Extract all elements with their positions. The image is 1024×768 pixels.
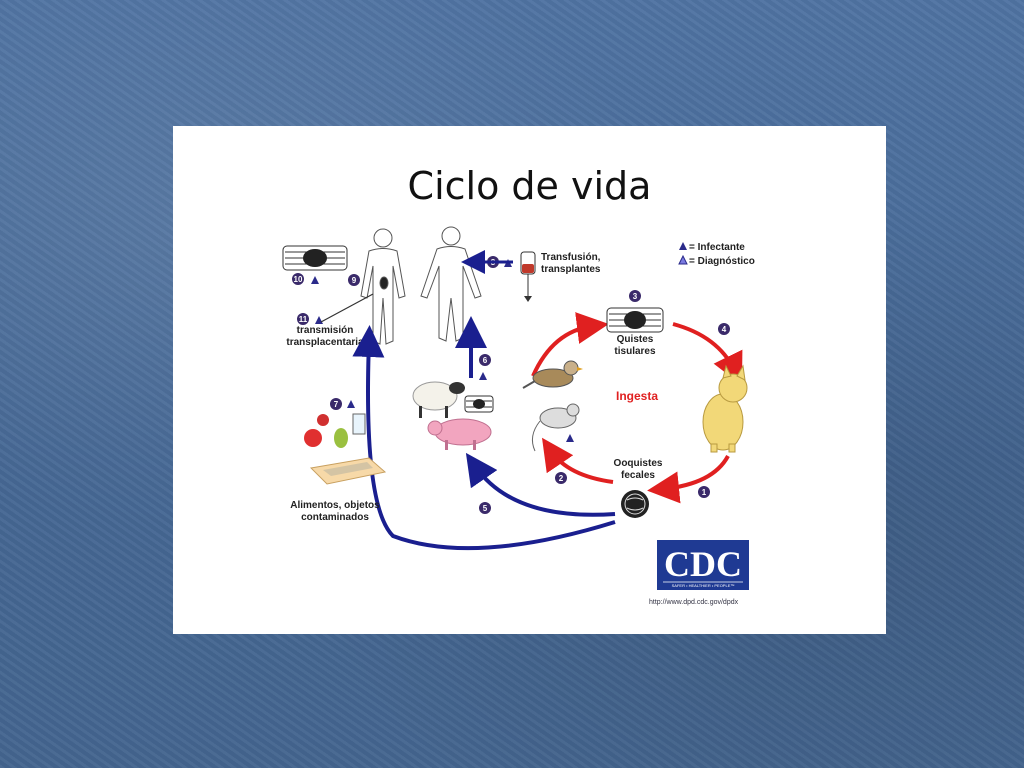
svg-text:7: 7	[334, 400, 339, 409]
meat-tissue-cyst-icon	[464, 395, 494, 413]
red-arrow-to-cat	[672, 322, 743, 386]
life-cycle-diagram: 10 9 11 transmisión transplacentaria 8 T…	[282, 226, 755, 606]
svg-text:11: 11	[299, 315, 308, 324]
sheep-icon	[412, 381, 465, 418]
step-1-marker: 1	[698, 486, 710, 498]
step-4-marker: 4	[718, 323, 730, 335]
ooquistes-label-2: fecales	[621, 470, 655, 481]
svg-text:CDC: CDC	[664, 544, 742, 584]
legend-diagnostico: = Diagnóstico	[689, 256, 755, 267]
transmision-label-1: transmisión	[297, 325, 354, 336]
cdc-url: http://www.dpd.cdc.gov/dpdx	[649, 599, 739, 606]
red-arrow-cat-to-ooquistes	[647, 454, 730, 504]
diagnostic-triangle-icon	[678, 254, 688, 265]
blood-bag-icon	[520, 251, 536, 302]
red-arrow-to-mouse	[541, 437, 614, 484]
quistes-label-2: tisulares	[614, 346, 656, 357]
step-9-marker: 9	[348, 274, 360, 286]
mouse-icon	[531, 403, 580, 452]
svg-text:1: 1	[702, 488, 707, 497]
svg-text:9: 9	[352, 276, 357, 285]
step-5-marker: 5	[479, 502, 491, 514]
infective-triangle-icon	[311, 276, 319, 284]
ingesta-label: Ingesta	[616, 389, 658, 403]
alimentos-label-2: contaminados	[301, 512, 369, 523]
human-figure-left-icon	[360, 228, 406, 345]
svg-text:SAFER • HEALTHIER • PEOPLE™: SAFER • HEALTHIER • PEOPLE™	[672, 583, 735, 588]
alimentos-label-1: Alimentos, objetos	[290, 500, 380, 511]
pig-icon	[427, 418, 492, 450]
legend: = Infectante = Diagnóstico	[678, 242, 755, 267]
blue-arrow-to-pig	[465, 452, 616, 517]
litter-box-icon	[309, 457, 387, 485]
transmision-label-2: transplacentaria	[286, 337, 364, 348]
step-3-marker: 3	[629, 290, 641, 302]
svg-text:2: 2	[559, 474, 564, 483]
infective-triangle-icon	[347, 400, 355, 408]
step-11-marker: 11	[297, 313, 309, 325]
infective-triangle-icon	[479, 372, 487, 380]
step-2-marker: 2	[555, 472, 567, 484]
transfusion-label-1: Transfusión,	[541, 252, 601, 263]
bird-icon	[522, 360, 583, 389]
infective-triangle-icon	[679, 242, 687, 250]
red-arrow-to-quistes	[531, 312, 609, 377]
infective-triangle-icon	[315, 316, 323, 324]
step-7-marker: 7	[330, 398, 342, 410]
svg-text:6: 6	[483, 356, 488, 365]
muscle-tissue-cyst-icon	[282, 245, 348, 271]
step-10-marker: 10	[292, 273, 304, 285]
water-glass-icon	[352, 413, 366, 435]
blue-arrow-to-human	[352, 325, 616, 551]
cdc-logo: CDC SAFER • HEALTHIER • PEOPLE™	[657, 540, 749, 590]
slide-title: Ciclo de vida	[407, 164, 652, 208]
svg-text:10: 10	[294, 275, 303, 284]
fruits-icon	[304, 414, 348, 448]
transfusion-label-2: transplantes	[541, 264, 601, 275]
oocyst-icon	[621, 490, 649, 518]
ooquistes-label-1: Ooquistes	[614, 458, 663, 469]
svg-text:5: 5	[483, 504, 488, 513]
svg-text:3: 3	[633, 292, 638, 301]
legend-infectante: = Infectante	[689, 242, 745, 253]
quistes-label-1: Quistes	[617, 334, 654, 345]
infective-triangle-icon	[566, 434, 574, 442]
svg-text:4: 4	[722, 325, 727, 334]
cat-icon	[702, 364, 748, 453]
step-6-marker: 6	[479, 354, 491, 366]
slide-card: Ciclo de vida	[173, 126, 886, 634]
needle-icon	[320, 293, 374, 323]
quistes-tisulares-icon	[606, 307, 664, 333]
human-figure-right-icon	[420, 226, 482, 342]
